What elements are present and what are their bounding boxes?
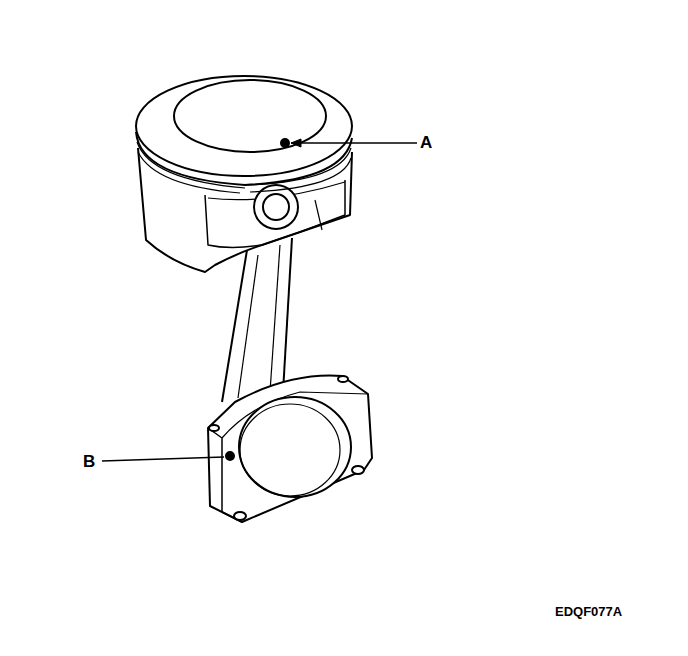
bolt (234, 512, 246, 520)
crank-bore (239, 397, 351, 497)
bolt (338, 376, 348, 382)
big-end (208, 376, 372, 522)
piston-pocket (315, 200, 322, 230)
bolt (352, 466, 364, 474)
rod-rib (270, 245, 280, 392)
leader-line (102, 457, 224, 461)
arrow-head (291, 139, 301, 147)
piston-crown (136, 76, 352, 176)
mark-dot (281, 139, 289, 147)
bolt (209, 425, 219, 431)
rod-rib (238, 255, 258, 398)
figure-code: EDQF077A (555, 605, 622, 618)
crown-recess (174, 80, 326, 152)
crank-bore-inner (240, 404, 340, 496)
big-end-face (208, 428, 222, 512)
mark-dot (226, 452, 234, 460)
rod-edge (283, 238, 292, 392)
rod-edge (222, 250, 247, 402)
callout-letter: B (83, 453, 95, 470)
callout-letter: A (420, 134, 432, 151)
leader-line (291, 142, 417, 144)
piston-pin (263, 194, 289, 220)
